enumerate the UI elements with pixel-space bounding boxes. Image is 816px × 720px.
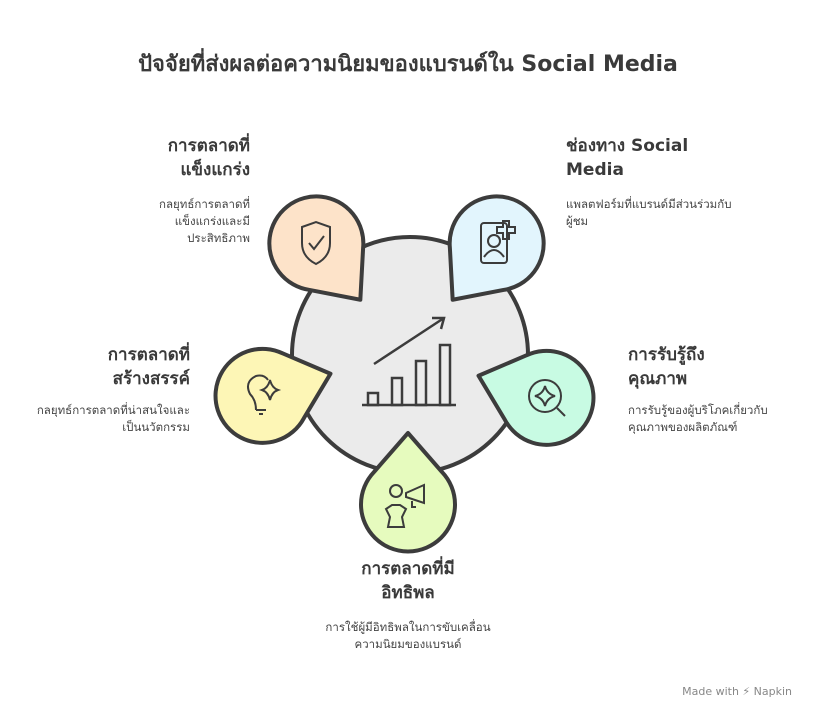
- influencer-megaphone-icon: [384, 483, 425, 528]
- item-desc: กลยุทธ์การตลาดที่น่าสนใจและเป็นนวัตกรรม: [36, 403, 190, 434]
- lightbulb-icon: [247, 374, 282, 415]
- search-sparkle-icon: [528, 379, 566, 417]
- petal-1: [447, 194, 546, 302]
- petal-2: [213, 346, 333, 445]
- item-heading: การตลาดที่แข็งแกร่ง: [167, 136, 250, 180]
- item-heading: การตลาดที่สร้างสรรค์: [107, 345, 190, 389]
- diagram-title: ปัจจัยที่ส่งผลต่อความนิยมของแบรนด์ใน Soc…: [138, 52, 678, 77]
- item-desc: การใช้ผู้มีอิทธิพลในการขับเคลื่อนความนิย…: [325, 620, 491, 651]
- user-plus-icon: [480, 220, 516, 264]
- petal-4: [359, 431, 457, 554]
- napkin-watermark: Made with ⚡ Napkin: [682, 685, 792, 698]
- item-desc: กลยุทธ์การตลาดที่แข็งแกร่งและมีประสิทธิภ…: [159, 197, 250, 245]
- petal-3: [476, 348, 596, 447]
- shield-check-icon: [301, 220, 331, 266]
- item-heading: การรับรู้ถึงคุณภาพ: [628, 345, 705, 389]
- growth-chart-icon: [362, 316, 456, 407]
- item-heading: การตลาดที่มีอิทธิพล: [361, 559, 455, 603]
- item-desc: แพลตฟอร์มที่แบรนด์มีส่วนร่วมกับผู้ชม: [566, 197, 732, 228]
- petal-0: [267, 194, 366, 302]
- item-heading: ช่องทาง Social Media: [566, 136, 689, 180]
- item-desc: การรับรู้ของผู้บริโภคเกี่ยวกับคุณภาพของผ…: [628, 403, 768, 434]
